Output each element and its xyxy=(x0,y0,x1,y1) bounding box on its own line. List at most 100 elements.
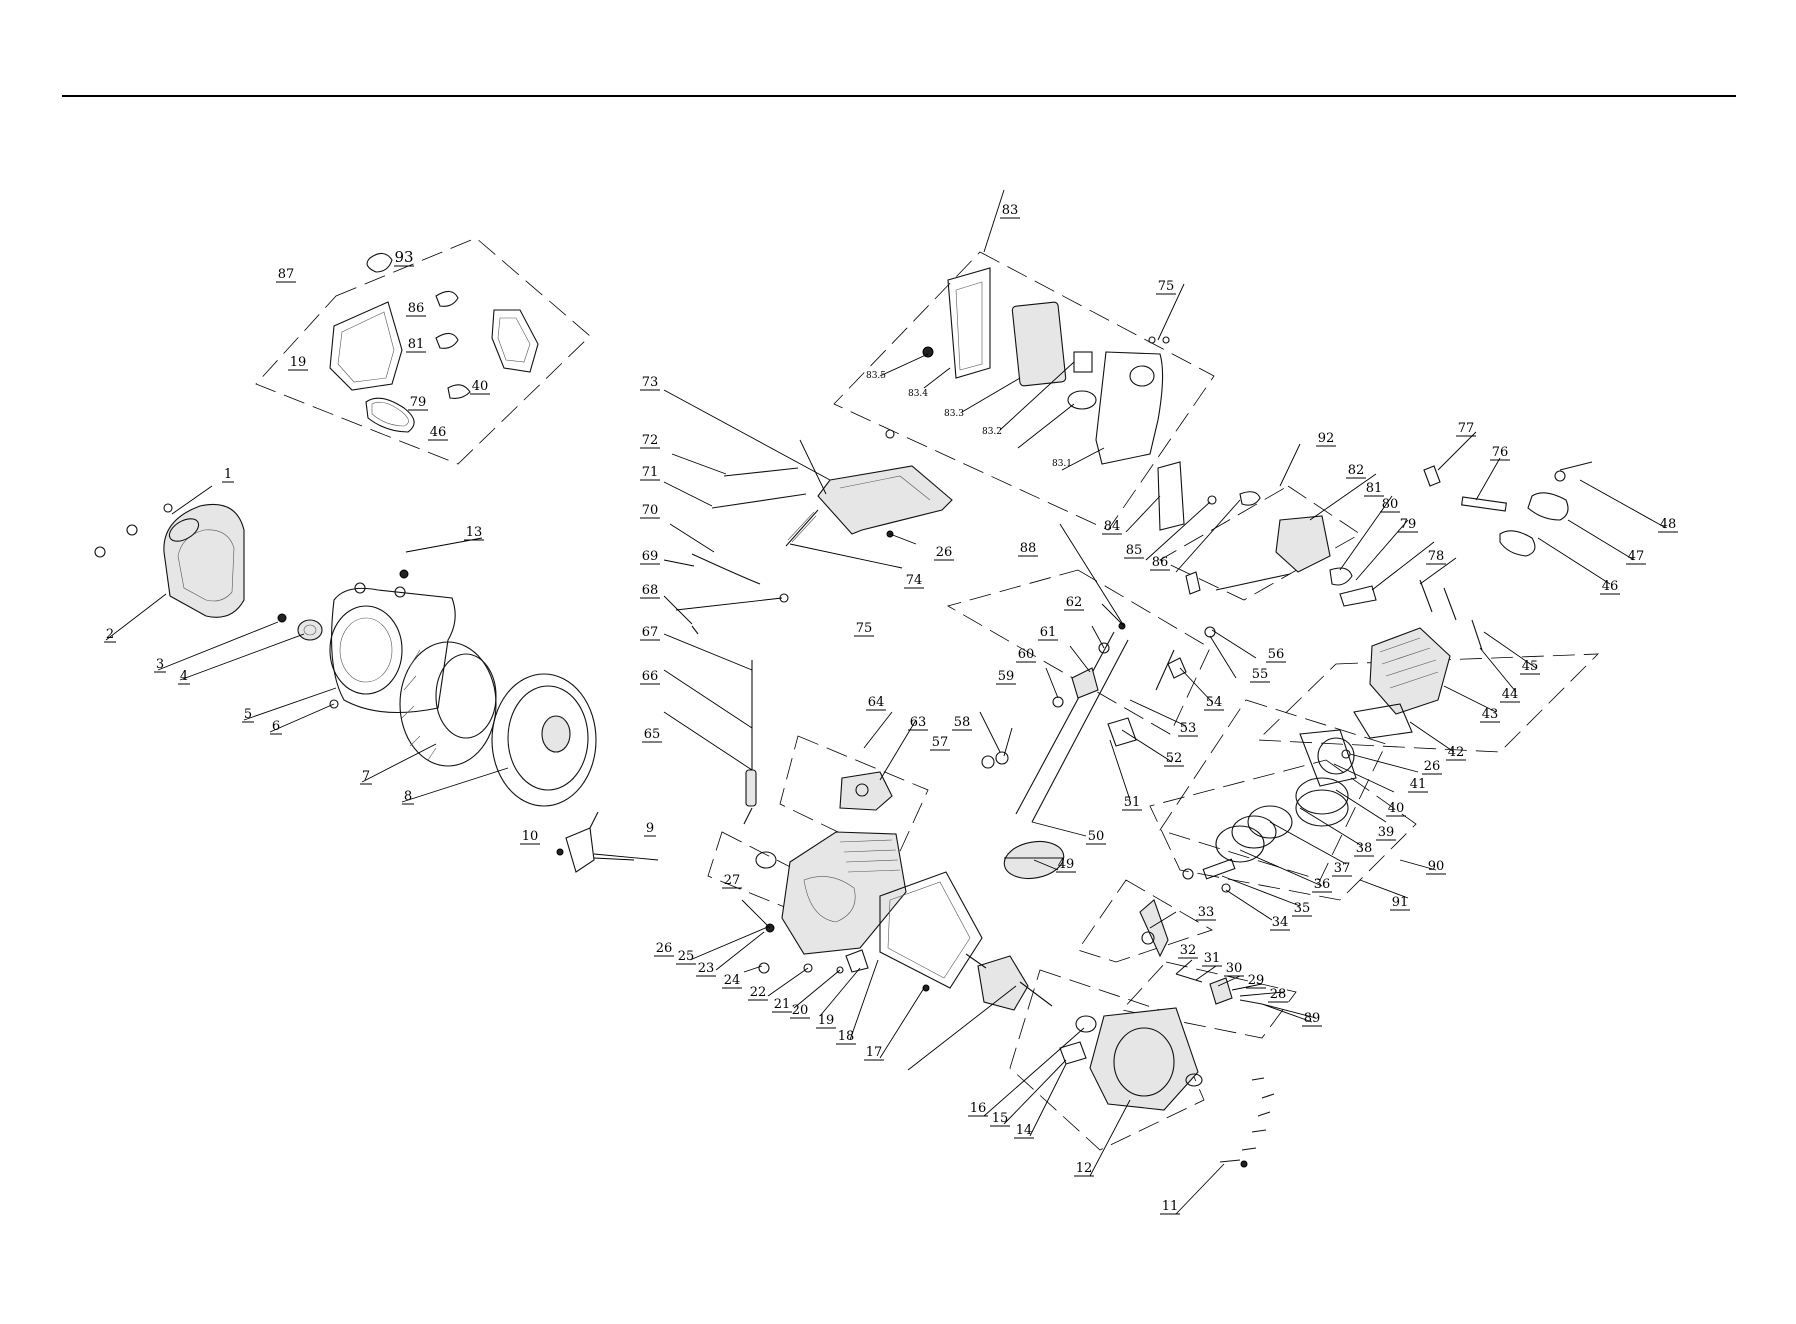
callout-label-28: 28 xyxy=(1270,987,1287,1002)
callout-label-19b: 19 xyxy=(818,1013,835,1028)
callout-label-23: 23 xyxy=(698,961,715,976)
callout-label-83-3: 83.3 xyxy=(944,409,964,419)
callout-label-48: 48 xyxy=(1660,517,1677,532)
callout-label-75a: 75 xyxy=(1158,279,1175,294)
callout-label-3: 3 xyxy=(156,657,164,672)
callout-label-46a: 46 xyxy=(430,425,447,440)
crankcase xyxy=(755,831,907,955)
callout-label-53: 53 xyxy=(1180,721,1197,736)
callout-label-41: 41 xyxy=(1410,777,1427,792)
callout-label-42: 42 xyxy=(1448,745,1465,760)
callout-label-64: 64 xyxy=(868,695,885,710)
callout-label-83-4: 83.4 xyxy=(908,389,928,399)
leader-lines xyxy=(105,189,1667,1215)
carburetor xyxy=(1215,491,1377,607)
rotor xyxy=(491,673,597,807)
callout-label-40b: 40 xyxy=(1388,801,1405,816)
callout-label-30: 30 xyxy=(1226,961,1243,976)
callout-label-32: 32 xyxy=(1180,943,1197,958)
callout-label-17: 17 xyxy=(866,1045,883,1060)
air-filter xyxy=(922,267,1170,465)
callout-label-6: 6 xyxy=(272,719,280,734)
callout-label-93: 93 xyxy=(394,248,413,266)
callout-label-38: 38 xyxy=(1356,841,1373,856)
callout-label-65: 65 xyxy=(644,727,661,742)
callout-label-51: 51 xyxy=(1124,795,1141,810)
callout-label-10: 10 xyxy=(522,829,539,844)
callout-label-45: 45 xyxy=(1522,659,1539,674)
callout-label-4: 4 xyxy=(180,669,188,684)
callout-label-5: 5 xyxy=(244,707,252,722)
callout-label-67: 67 xyxy=(642,625,659,640)
callout-label-49: 49 xyxy=(1058,857,1075,872)
callout-label-12: 12 xyxy=(1076,1161,1093,1176)
callout-label-37: 37 xyxy=(1334,861,1351,876)
callout-label-73: 73 xyxy=(642,375,659,390)
callout-label-21: 21 xyxy=(774,997,791,1012)
callout-label-76: 76 xyxy=(1492,445,1509,460)
callout-label-92: 92 xyxy=(1318,431,1335,446)
callout-label-82: 82 xyxy=(1348,463,1365,478)
callout-label-70: 70 xyxy=(642,503,659,518)
callout-label-69: 69 xyxy=(642,549,659,564)
callout-label-8: 8 xyxy=(404,789,412,804)
crankcase-cover xyxy=(1089,1007,1203,1111)
callout-label-50: 50 xyxy=(1088,829,1105,844)
blower-housing xyxy=(329,569,456,714)
callout-label-79b: 79 xyxy=(1400,517,1417,532)
callout-label-52: 52 xyxy=(1166,751,1183,766)
callout-label-75b: 75 xyxy=(856,621,873,636)
callout-label-86b: 86 xyxy=(1152,555,1169,570)
callout-label-83-5: 83.5 xyxy=(866,371,886,381)
callout-label-18: 18 xyxy=(838,1029,855,1044)
callout-label-54: 54 xyxy=(1206,695,1223,710)
callout-label-88: 88 xyxy=(1020,541,1037,556)
callout-label-26c: 26 xyxy=(1424,759,1441,774)
recoil-starter xyxy=(94,503,245,618)
callout-label-43: 43 xyxy=(1482,707,1499,722)
callout-label-80: 80 xyxy=(1382,497,1399,512)
callout-label-79a: 79 xyxy=(410,395,427,410)
callout-label-74: 74 xyxy=(906,573,923,588)
callout-label-83-2: 83.2 xyxy=(982,427,1002,437)
callout-label-11: 11 xyxy=(1162,1199,1179,1214)
cylinder-head xyxy=(1369,579,1483,715)
callout-label-31: 31 xyxy=(1204,951,1221,966)
crankshaft xyxy=(965,953,1053,1011)
callout-label-19a: 19 xyxy=(290,355,307,370)
callout-label-56: 56 xyxy=(1268,647,1285,662)
callout-label-13: 13 xyxy=(466,525,483,540)
callout-label-85: 85 xyxy=(1126,543,1143,558)
callout-label-36: 36 xyxy=(1314,877,1331,892)
callout-label-71: 71 xyxy=(642,465,659,480)
callout-label-63: 63 xyxy=(910,715,927,730)
callout-label-61: 61 xyxy=(1040,625,1057,640)
callout-label-90: 90 xyxy=(1428,859,1445,874)
callout-label-87: 87 xyxy=(278,267,295,282)
callout-label-86a: 86 xyxy=(408,301,425,316)
callout-label-84: 84 xyxy=(1104,519,1121,534)
callout-label-39: 39 xyxy=(1378,825,1395,840)
callout-label-58: 58 xyxy=(954,715,971,730)
callout-label-26b: 26 xyxy=(936,545,953,560)
callout-label-1: 1 xyxy=(224,467,232,482)
callout-label-89: 89 xyxy=(1304,1011,1321,1026)
callout-label-33: 33 xyxy=(1198,905,1215,920)
callout-label-55: 55 xyxy=(1252,667,1269,682)
callout-label-62: 62 xyxy=(1066,595,1083,610)
parts xyxy=(94,252,1593,1168)
callout-label-81a: 81 xyxy=(408,337,425,352)
callout-label-22: 22 xyxy=(750,985,767,1000)
callout-label-44: 44 xyxy=(1502,687,1519,702)
callout-label-60: 60 xyxy=(1018,647,1035,662)
piston-assembly xyxy=(1182,777,1349,893)
callout-label-35: 35 xyxy=(1294,901,1311,916)
callout-label-78: 78 xyxy=(1428,549,1445,564)
callout-label-29: 29 xyxy=(1248,973,1265,988)
flywheel xyxy=(399,641,497,767)
callout-label-34: 34 xyxy=(1272,915,1289,930)
callout-label-2: 2 xyxy=(106,627,114,642)
callout-labels: 1234567891011121314151617181919202122232… xyxy=(104,203,1678,1215)
callout-label-24: 24 xyxy=(724,973,741,988)
